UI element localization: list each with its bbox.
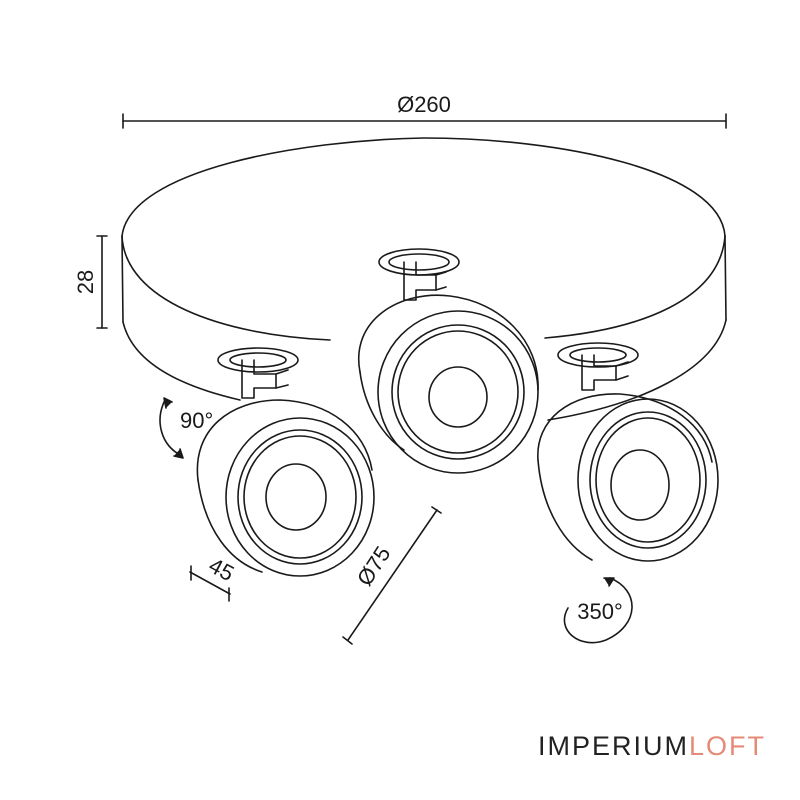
- base-diameter-label: Ø260: [397, 92, 451, 117]
- spin-angle-label: 350°: [577, 599, 623, 624]
- head-diameter-label: Ø75: [352, 542, 396, 590]
- spotlight-head-center: [357, 248, 539, 474]
- head-depth-label: 45: [205, 553, 238, 587]
- brand-logo-part2: LOFT: [689, 731, 767, 761]
- dimension-lines: [96, 113, 727, 645]
- tilt-angle-label: 90°: [180, 408, 213, 433]
- rotation-arrows: [159, 397, 633, 644]
- ceiling-base: [121, 137, 727, 421]
- brand-logo-part1: IMPERIUM: [538, 731, 689, 761]
- brand-logo: IMPERIUMLOFT: [538, 731, 766, 762]
- spotlight-head-right: [537, 342, 719, 562]
- spotlight-head-left: [196, 347, 375, 577]
- base-height-label: 28: [73, 270, 98, 294]
